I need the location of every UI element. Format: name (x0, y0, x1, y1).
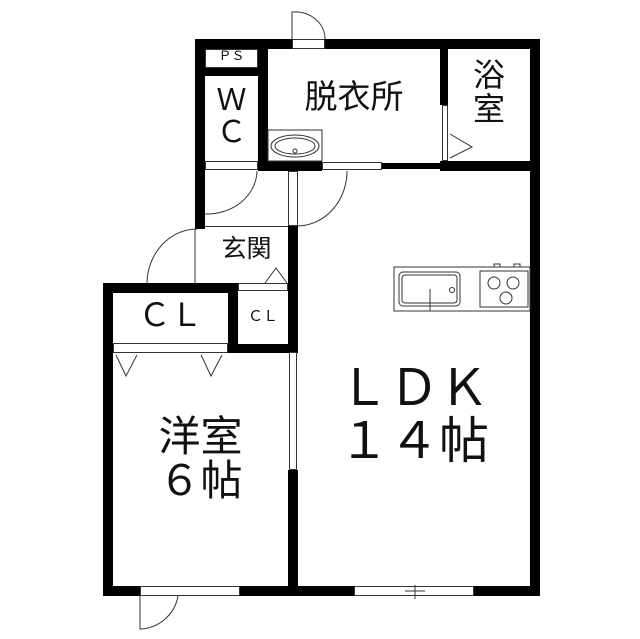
wall-bath-bottom (440, 161, 540, 171)
bottom-window-western (140, 586, 240, 596)
ps-box (205, 49, 258, 68)
wall-right (530, 39, 540, 596)
wall-ps-wc (195, 68, 265, 76)
wall-closet-top (103, 283, 238, 293)
entrance-divider (205, 226, 288, 230)
room-label-western-room: 洋室 ６帖 (158, 412, 243, 506)
top-door-strip (292, 39, 325, 49)
wall-left-lower (103, 283, 113, 596)
room-label-bath: 浴 室 (472, 56, 505, 128)
room-label-ldk: ＬＤＫ １４帖 (339, 359, 489, 470)
wall-wc-right (258, 39, 268, 171)
wall-ldk-left-lower (288, 470, 298, 596)
closet-large-door-strip (113, 343, 228, 353)
bath-door-strip (442, 105, 448, 161)
sliding-door-western (289, 352, 297, 470)
wc-door-strip (205, 161, 258, 170)
wall-top (195, 39, 540, 49)
kitchen-counter-icon (393, 263, 531, 312)
room-label-wc: Ｗ Ｃ (216, 83, 247, 150)
wall-ldk-left-upper (288, 226, 298, 352)
washbasin-icon (267, 129, 323, 162)
wall-bath-left (440, 39, 448, 105)
room-label-entrance: 玄関 (221, 234, 272, 263)
room-label-ps: ＰＳ (218, 49, 245, 64)
room-label-dressing: 脱衣所 (304, 77, 404, 116)
entrance-step (238, 283, 288, 291)
room-label-closet-small: ＣＬ (247, 307, 278, 325)
wall-wc-bottom (258, 161, 322, 171)
wall-dressing-bottom-right (382, 163, 442, 169)
wall-bottom (103, 586, 540, 596)
hall-post (288, 171, 298, 226)
wall-left-upper (195, 39, 205, 229)
wall-closet-bottom (228, 344, 298, 353)
wall-closet-small-right (228, 283, 238, 353)
dressing-door-strip (322, 162, 382, 170)
room-label-closet-large: ＣＬ (138, 296, 203, 334)
